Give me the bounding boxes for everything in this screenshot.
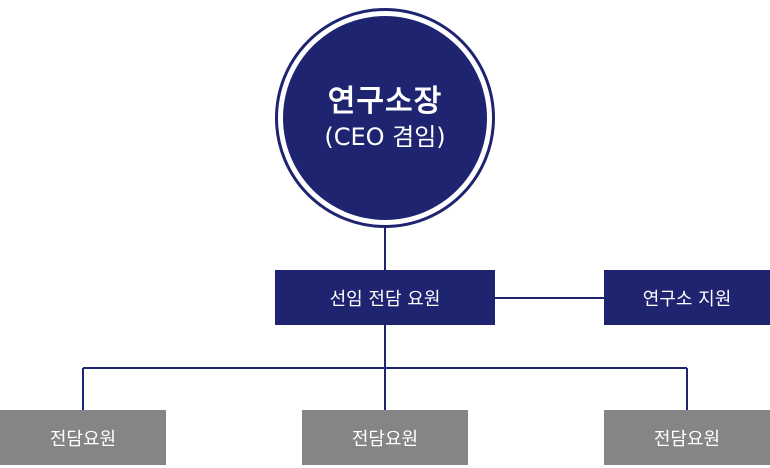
senior-staff-node: 선임 전담 요원 [275,270,495,325]
staff-node-right: 전담요원 [604,410,770,465]
ceo-subtitle: (CEO 겸임) [324,123,446,151]
support-node: 연구소 지원 [604,270,770,325]
ceo-node: 연구소장 (CEO 겸임) [283,16,487,220]
ceo-title: 연구소장 [327,84,443,119]
staff-node-left: 전담요원 [0,410,166,465]
staff-node-center: 전담요원 [302,410,468,465]
